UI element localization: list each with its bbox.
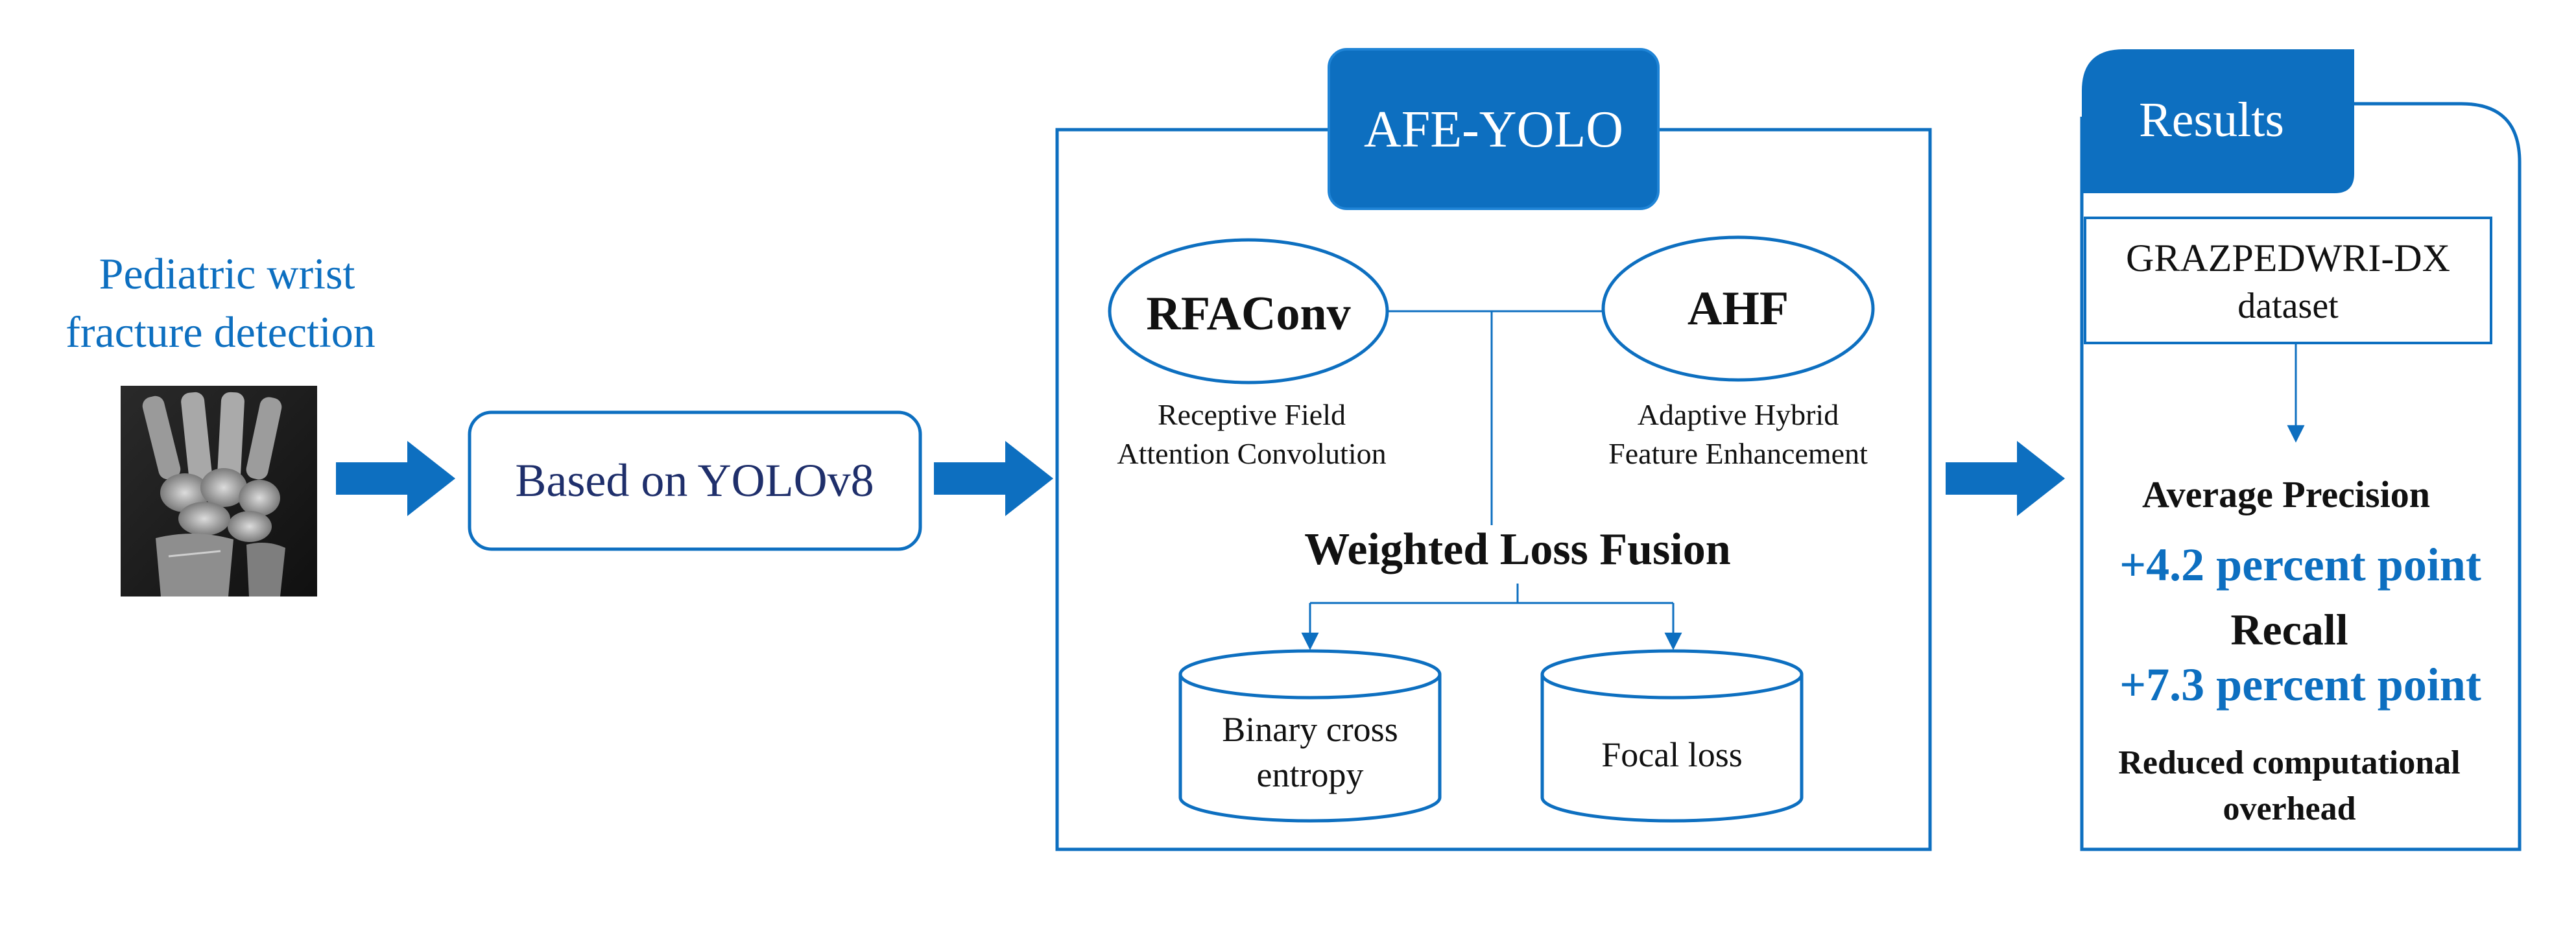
rfaconv-name: RFAConv [1146, 287, 1350, 340]
results-title-tab [2082, 49, 2354, 193]
overhead-line1: Reduced computational [2118, 744, 2460, 781]
dataset-box [2084, 217, 2492, 344]
recall-value: +7.3 percent point [2119, 659, 2481, 711]
ahf-module [1601, 235, 1875, 382]
bce-loss-label-line1: Binary cross [1222, 710, 1398, 749]
ap-label: Average Precision [2142, 473, 2430, 515]
dataset-suffix: dataset [2237, 286, 2339, 326]
dataset-name: GRAZPEDWRI-DX [2126, 237, 2450, 279]
ap-value: +4.2 percent point [2119, 539, 2481, 591]
base-model-box [468, 410, 922, 551]
flow-arrow-3 [1946, 441, 2065, 516]
afe-yolo-title-tab [1328, 48, 1660, 210]
bce-loss-label-line2: entropy [1257, 755, 1364, 794]
input-title-line2: fracture detection [66, 307, 376, 357]
afe-yolo-title: AFE-YOLO [1364, 101, 1623, 158]
flow-arrow-1 [336, 441, 455, 516]
focal-loss-cylinder [1540, 649, 1804, 823]
ahf-desc-line2: Feature Enhancement [1608, 437, 1868, 470]
overhead-line2: overhead [2223, 790, 2355, 827]
rfaconv-desc-line1: Receptive Field [1158, 398, 1346, 431]
flow-arrow-2 [934, 441, 1053, 516]
wrist-xray-image [121, 386, 317, 596]
weighted-loss-fusion-title: Weighted Loss Fusion [1304, 525, 1730, 574]
input-title-line1: Pediatric wrist [99, 249, 355, 298]
ahf-desc-line1: Adaptive Hybrid [1638, 398, 1839, 431]
base-model-label: Based on YOLOv8 [515, 455, 874, 506]
rfaconv-desc-line2: Attention Convolution [1117, 437, 1386, 470]
ahf-name: AHF [1688, 282, 1789, 335]
focal-loss-label: Focal loss [1601, 735, 1743, 774]
recall-label: Recall [2230, 605, 2348, 654]
bce-loss-cylinder [1178, 649, 1442, 823]
results-title: Results [2139, 93, 2284, 147]
